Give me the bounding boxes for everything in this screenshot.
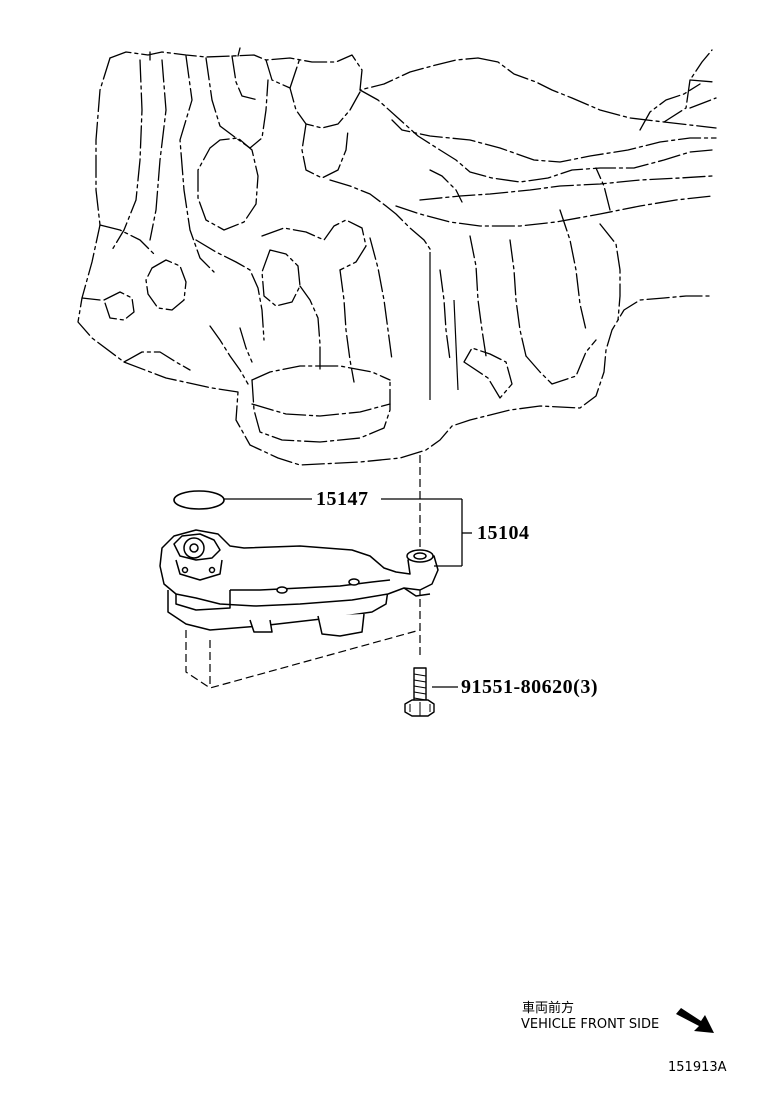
vehicle-front-arrow-icon bbox=[676, 1008, 714, 1033]
callout-15104: 15104 bbox=[477, 522, 530, 544]
callout-15147: 15147 bbox=[316, 488, 369, 510]
leader-lines bbox=[224, 498, 472, 688]
callout-bolt: 91551-80620(3) bbox=[461, 676, 598, 698]
oil-strainer-assembly bbox=[159, 529, 439, 689]
engine-block-outline bbox=[77, 47, 717, 466]
front-note-japanese: 車両前方 bbox=[522, 1001, 575, 1016]
engine-block-ribs bbox=[429, 252, 459, 400]
o-ring-part bbox=[173, 490, 225, 510]
front-note-english: VEHICLE FRONT SIDE bbox=[521, 1017, 660, 1032]
figure-id: 151913A bbox=[668, 1060, 727, 1075]
flange-bolt-part bbox=[404, 667, 435, 717]
